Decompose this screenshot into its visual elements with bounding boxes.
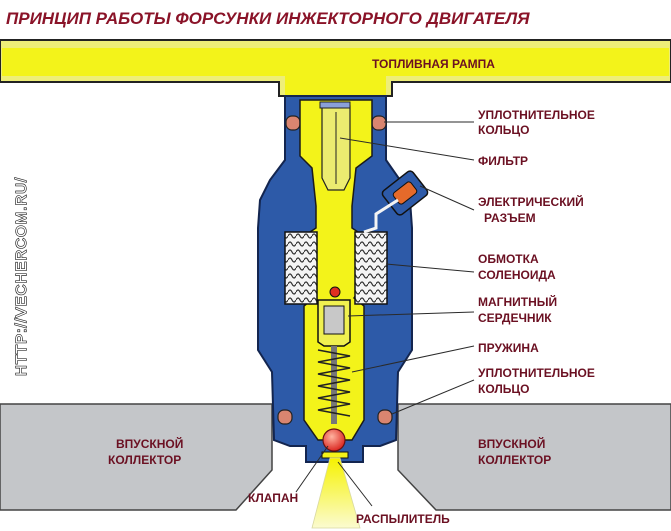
label-seal-top-line1: УПЛОТНИТЕЛЬНОЕ (478, 108, 595, 122)
core-top-ball (329, 286, 341, 298)
leader-seal-bottom (391, 379, 475, 415)
fuel-channel (299, 99, 373, 441)
leader-valve (295, 445, 329, 493)
core-insert (323, 305, 345, 335)
label-intake-right-line2: КОЛЛЕКТОР (478, 453, 551, 467)
label-coil-line1: ОБМОТКА (478, 252, 539, 266)
label-connector-line1: ЭЛЕКТРИЧЕСКИЙ (478, 194, 584, 209)
fuel-spray (311, 457, 361, 529)
leader-sprayer (337, 461, 373, 507)
label-intake-left-line1: ВПУСКНОЙ (116, 436, 183, 451)
label-connector-line2: РАЗЪЕМ (484, 211, 536, 225)
leader-coil (385, 263, 475, 273)
label-seal-bottom-line1: УПЛОТНИТЕЛЬНОЕ (478, 366, 595, 380)
top-seal-left (285, 115, 301, 131)
leader-spring (351, 345, 475, 373)
label-intake-right-line1: ВПУСКНОЙ (478, 436, 545, 451)
label-fuel-rail: ТОПЛИВНАЯ РАМПА (372, 57, 495, 71)
label-spring: ПРУЖИНА (478, 341, 539, 355)
leader-connector (419, 185, 475, 211)
leader-filter (339, 137, 475, 161)
filter-cap (319, 101, 351, 109)
electrical-connector (363, 170, 429, 234)
label-seal-bottom-line2: КОЛЬЦО (478, 382, 530, 396)
watermark-url: HTTP://VECHERCOM.RU/ (13, 177, 30, 376)
top-seal-right (371, 115, 387, 131)
label-sprayer: РАСПЫЛИТЕЛЬ (356, 512, 450, 526)
label-seal-top-line2: КОЛЬЦО (478, 123, 530, 137)
intake-manifold-left (0, 403, 273, 511)
leader-core (347, 311, 475, 317)
bottom-seal-right (377, 409, 393, 425)
valve-ball (322, 428, 346, 452)
solenoid-coil-right (354, 231, 388, 305)
label-filter: ФИЛЬТР (478, 154, 528, 168)
label-valve: КЛАПАН (248, 491, 298, 505)
diagram-title: ПРИНЦИП РАБОТЫ ФОРСУНКИ ИНЖЕКТОРНОГО ДВИ… (6, 9, 530, 28)
intake-manifold-right (397, 403, 671, 511)
bottom-seal-left (277, 409, 293, 425)
rail-fuel-inner (2, 48, 669, 96)
label-intake-left-line2: КОЛЛЕКТОР (108, 453, 181, 467)
solenoid-coil-left (284, 231, 318, 305)
label-coil-line2: СОЛЕНОИДА (478, 268, 556, 282)
label-core-line1: МАГНИТНЫЙ (478, 294, 557, 309)
label-core-line2: СЕРДЕЧНИК (478, 311, 552, 325)
nozzle-tip (321, 451, 349, 459)
spring (317, 346, 351, 424)
